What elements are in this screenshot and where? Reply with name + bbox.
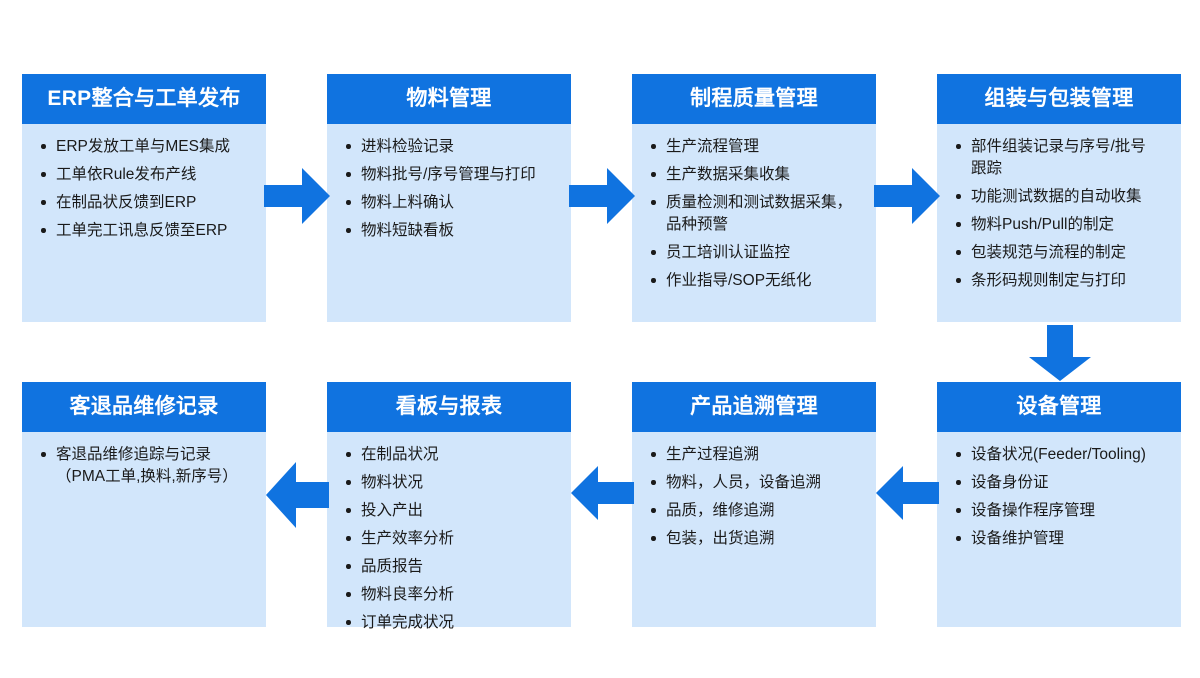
list-item: ERP发放工单与MES集成	[41, 136, 256, 158]
bullet-list: 生产流程管理 生产数据采集收集 质量检测和测试数据采集， 品种预警 员工培训认证…	[642, 136, 866, 292]
list-item: 物料，人员，设备追溯	[651, 472, 866, 494]
list-item: 品质，维修追溯	[651, 500, 866, 522]
arrow-right-icon	[874, 168, 940, 224]
card-body: 生产过程追溯 物料，人员，设备追溯 品质，维修追溯 包装，出货追溯	[632, 432, 876, 566]
card-assembly-packaging-management[interactable]: 组装与包装管理 部件组装记录与序号/批号 跟踪 功能测试数据的自动收集 物料Pu…	[937, 74, 1181, 322]
bullet-list: 部件组装记录与序号/批号 跟踪 功能测试数据的自动收集 物料Push/Pull的…	[947, 136, 1171, 292]
card-dashboard-and-reports[interactable]: 看板与报表 在制品状况 物料状况 投入产出 生产效率分析 品质报告 物料良率分析…	[327, 382, 571, 631]
card-title: 物料管理	[327, 74, 571, 124]
card-title: 客退品维修记录	[22, 382, 266, 432]
card-body: 部件组装记录与序号/批号 跟踪 功能测试数据的自动收集 物料Push/Pull的…	[937, 124, 1181, 308]
list-item: 生产过程追溯	[651, 444, 866, 466]
list-item: 工单完工讯息反馈至ERP	[41, 220, 256, 242]
card-body: 在制品状况 物料状况 投入产出 生产效率分析 品质报告 物料良率分析 订单完成状…	[327, 432, 571, 650]
arrow-left-icon	[876, 466, 939, 520]
list-item: 物料上料确认	[346, 192, 561, 214]
bullet-list: ERP发放工单与MES集成 工单依Rule发布产线 在制品状反馈到ERP 工单完…	[32, 136, 256, 242]
card-process-quality-management[interactable]: 制程质量管理 生产流程管理 生产数据采集收集 质量检测和测试数据采集， 品种预警…	[632, 74, 876, 322]
bullet-list: 设备状况(Feeder/Tooling) 设备身份证 设备操作程序管理 设备维护…	[947, 444, 1171, 550]
card-material-management[interactable]: 物料管理 进料检验记录 物料批号/序号管理与打印 物料上料确认 物料短缺看板	[327, 74, 571, 322]
list-item: 设备身份证	[956, 472, 1171, 494]
card-erp-integration[interactable]: ERP整合与工单发布 ERP发放工单与MES集成 工单依Rule发布产线 在制品…	[22, 74, 266, 322]
list-item: 条形码规则制定与打印	[956, 270, 1171, 292]
list-item: 生产数据采集收集	[651, 164, 866, 186]
card-body: ERP发放工单与MES集成 工单依Rule发布产线 在制品状反馈到ERP 工单完…	[22, 124, 266, 258]
bullet-list: 在制品状况 物料状况 投入产出 生产效率分析 品质报告 物料良率分析 订单完成状…	[337, 444, 561, 634]
list-item: 作业指导/SOP无纸化	[651, 270, 866, 292]
card-title: ERP整合与工单发布	[22, 74, 266, 124]
list-item: 物料Push/Pull的制定	[956, 214, 1171, 236]
list-item: 物料短缺看板	[346, 220, 561, 242]
card-body: 进料检验记录 物料批号/序号管理与打印 物料上料确认 物料短缺看板	[327, 124, 571, 258]
bullet-list: 客退品维修追踪与记录 （PMA工单,换料,新序号）	[32, 444, 256, 488]
card-title: 设备管理	[937, 382, 1181, 432]
arrow-down-icon	[1029, 325, 1091, 381]
list-item: 物料良率分析	[346, 584, 561, 606]
list-item: 员工培训认证监控	[651, 242, 866, 264]
card-title: 组装与包装管理	[937, 74, 1181, 124]
list-item: 在制品状况	[346, 444, 561, 466]
list-item: 部件组装记录与序号/批号 跟踪	[956, 136, 1171, 180]
bullet-list: 生产过程追溯 物料，人员，设备追溯 品质，维修追溯 包装，出货追溯	[642, 444, 866, 550]
card-equipment-management[interactable]: 设备管理 设备状况(Feeder/Tooling) 设备身份证 设备操作程序管理…	[937, 382, 1181, 627]
list-item: 物料批号/序号管理与打印	[346, 164, 561, 186]
list-item: 订单完成状况	[346, 612, 561, 634]
arrow-right-icon	[264, 168, 330, 224]
card-customer-return-repair-record[interactable]: 客退品维修记录 客退品维修追踪与记录 （PMA工单,换料,新序号）	[22, 382, 266, 627]
card-title: 制程质量管理	[632, 74, 876, 124]
card-product-traceability-management[interactable]: 产品追溯管理 生产过程追溯 物料，人员，设备追溯 品质，维修追溯 包装，出货追溯	[632, 382, 876, 627]
list-item: 设备维护管理	[956, 528, 1171, 550]
arrow-left-icon	[266, 462, 329, 528]
list-item: 品质报告	[346, 556, 561, 578]
card-body: 客退品维修追踪与记录 （PMA工单,换料,新序号）	[22, 432, 266, 504]
card-title: 看板与报表	[327, 382, 571, 432]
list-item: 投入产出	[346, 500, 561, 522]
list-item: 生产效率分析	[346, 528, 561, 550]
arrow-left-icon	[571, 466, 634, 520]
list-item: 包装规范与流程的制定	[956, 242, 1171, 264]
list-item: 工单依Rule发布产线	[41, 164, 256, 186]
list-item: 设备操作程序管理	[956, 500, 1171, 522]
list-item: 功能测试数据的自动收集	[956, 186, 1171, 208]
card-body: 生产流程管理 生产数据采集收集 质量检测和测试数据采集， 品种预警 员工培训认证…	[632, 124, 876, 308]
list-item: 物料状况	[346, 472, 561, 494]
arrow-right-icon	[569, 168, 635, 224]
list-item: 包装，出货追溯	[651, 528, 866, 550]
bullet-list: 进料检验记录 物料批号/序号管理与打印 物料上料确认 物料短缺看板	[337, 136, 561, 242]
list-item: 客退品维修追踪与记录 （PMA工单,换料,新序号）	[41, 444, 256, 488]
list-item: 在制品状反馈到ERP	[41, 192, 256, 214]
list-item: 质量检测和测试数据采集， 品种预警	[651, 192, 866, 236]
card-body: 设备状况(Feeder/Tooling) 设备身份证 设备操作程序管理 设备维护…	[937, 432, 1181, 566]
list-item: 进料检验记录	[346, 136, 561, 158]
list-item: 设备状况(Feeder/Tooling)	[956, 444, 1171, 466]
list-item: 生产流程管理	[651, 136, 866, 158]
card-title: 产品追溯管理	[632, 382, 876, 432]
